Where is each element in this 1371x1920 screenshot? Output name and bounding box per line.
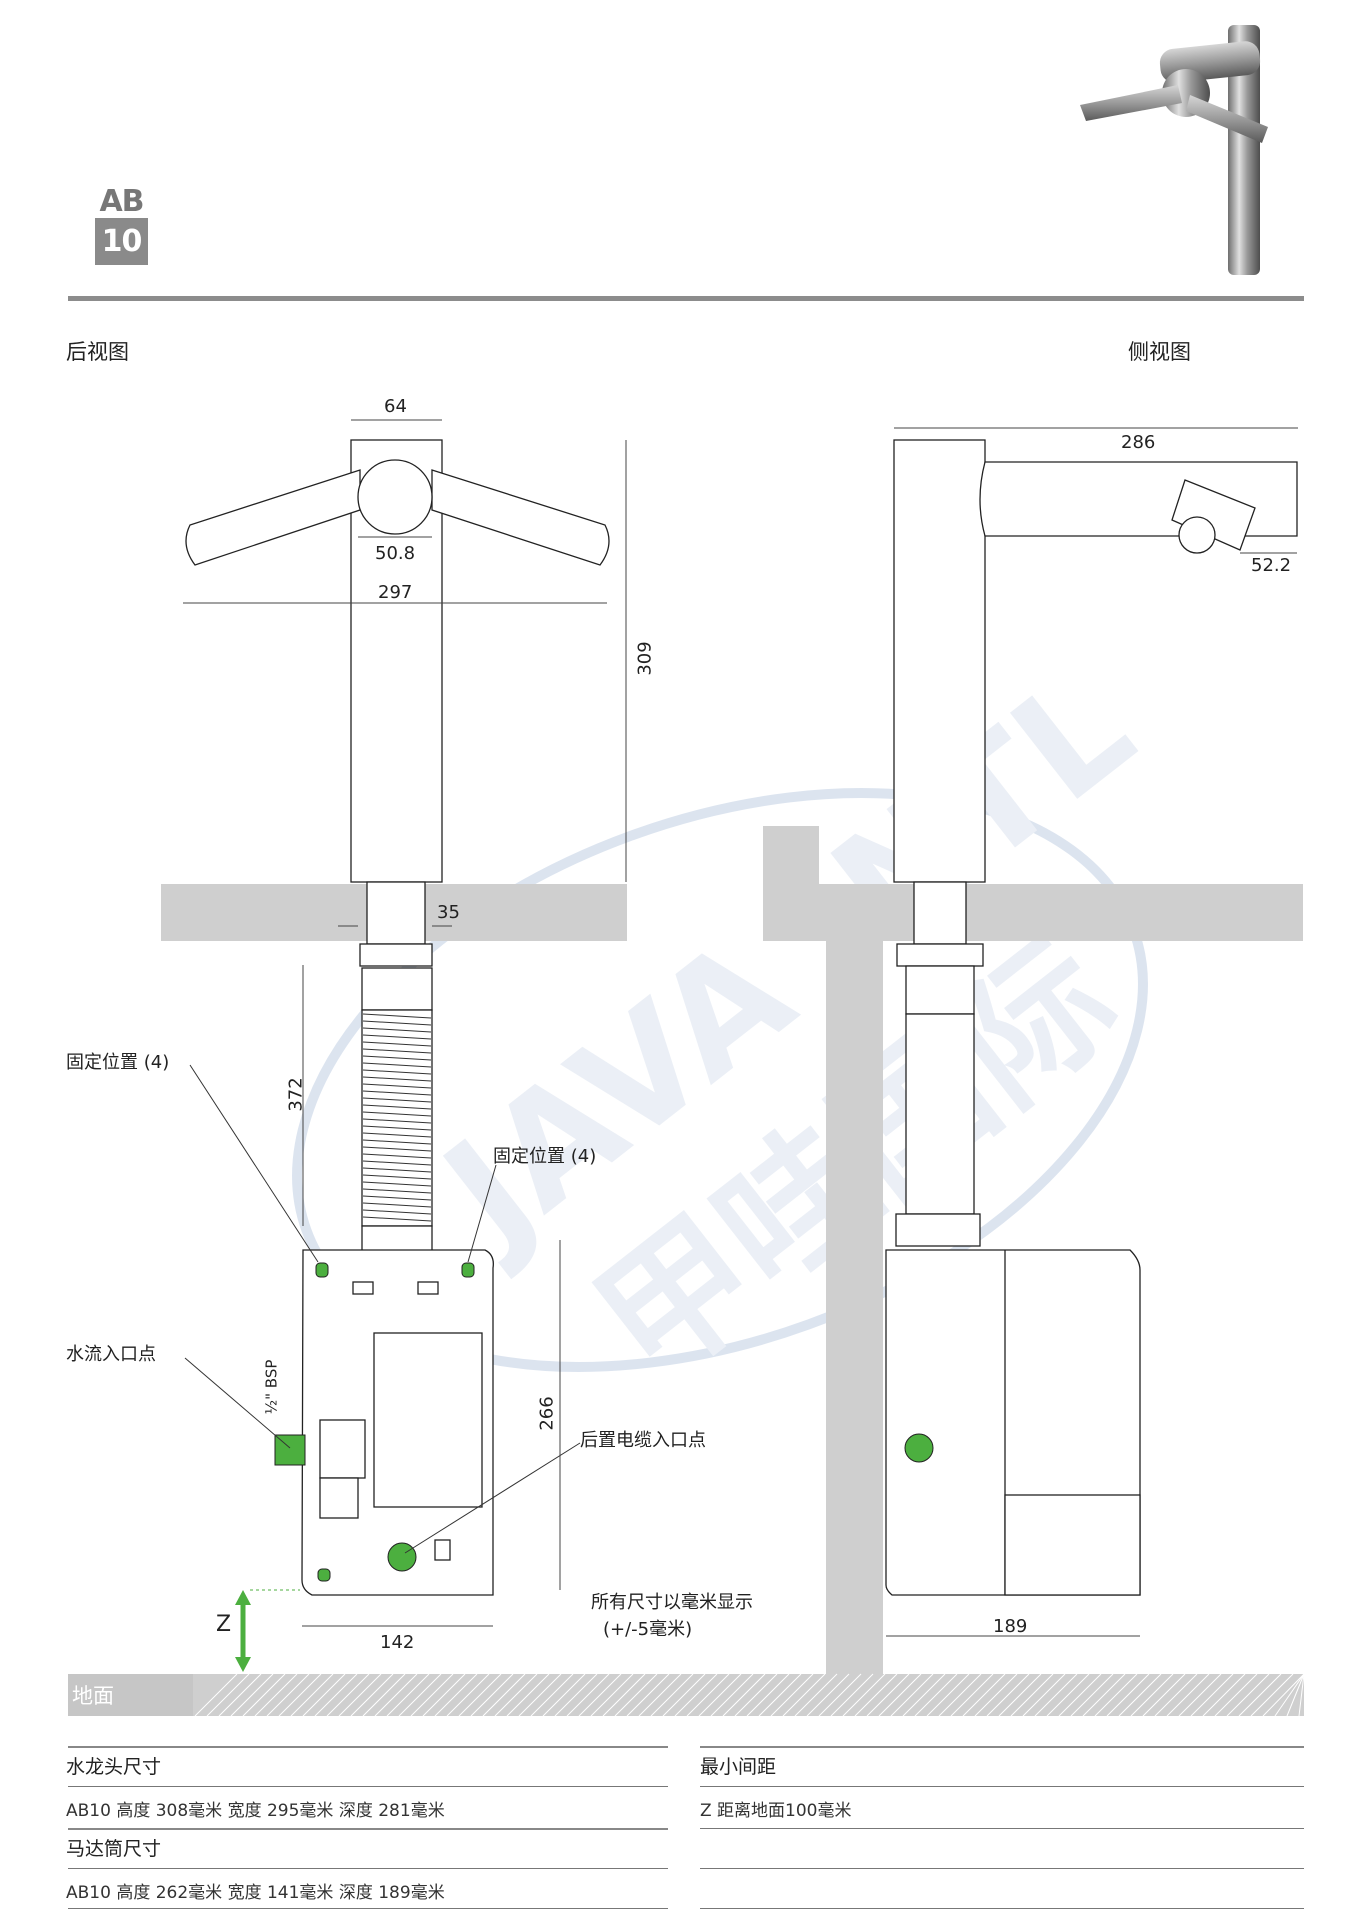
note-line1: 所有尺寸以毫米显示 <box>591 1592 753 1613</box>
spec-faucet-value: AB10 高度 308毫米 宽度 295毫米 深度 281毫米 <box>66 1801 445 1821</box>
rear-fitting <box>361 967 433 1011</box>
dim-189: 189 <box>993 1616 1028 1637</box>
dim-309: 309 <box>634 641 656 676</box>
rear-arm-left <box>185 469 361 566</box>
side-handle-end <box>1178 516 1216 554</box>
rule-left-1 <box>68 1786 668 1787</box>
fix-point-left <box>315 1262 329 1278</box>
rear-clip-2 <box>417 1281 439 1295</box>
rule-left-2 <box>68 1828 668 1830</box>
dim-372: 372 <box>285 1077 307 1112</box>
label-cable-inlet: 后置电缆入口点 <box>580 1430 706 1451</box>
side-hose-bottom <box>895 1213 981 1247</box>
rear-hose-top <box>366 881 426 945</box>
dim-50-8: 50.8 <box>375 543 416 564</box>
dim-266: 266 <box>536 1396 558 1431</box>
spec-motor-title: 马达筒尺寸 <box>66 1838 162 1860</box>
cable-inlet-point <box>387 1542 417 1572</box>
spec-clearance-title: 最小间距 <box>700 1756 777 1778</box>
badge-line1: AB <box>99 184 144 219</box>
rear-arm-right <box>431 469 610 566</box>
product-photo <box>1080 25 1268 275</box>
side-box-foot <box>1004 1494 1141 1596</box>
rear-valve-base <box>319 1477 359 1519</box>
spec-clearance-value: Z 距离地面100毫米 <box>700 1801 852 1821</box>
fix-point-bottom <box>317 1568 331 1582</box>
dim-64: 64 <box>384 396 407 417</box>
rule-right-3 <box>700 1868 1304 1869</box>
dim-297: 297 <box>378 582 413 603</box>
side-nut <box>896 943 984 967</box>
rule-right-2 <box>700 1828 1304 1829</box>
rear-view-title: 后视图 <box>66 340 129 364</box>
dimension-lines <box>183 419 1298 1637</box>
ground-band <box>68 1673 1305 1717</box>
side-cable-point <box>904 1433 934 1463</box>
rule-right-top <box>700 1746 1304 1748</box>
counter-slab-side <box>763 884 1303 941</box>
z-arrow <box>235 1589 300 1672</box>
model-badge: AB 10 <box>95 186 148 266</box>
dim-bsp: ½" BSP <box>262 1359 281 1415</box>
wall-top <box>763 826 819 884</box>
spec-faucet-title: 水龙头尺寸 <box>66 1756 162 1778</box>
label-fix-right: 固定位置 (4) <box>493 1146 597 1167</box>
dim-286: 286 <box>1121 432 1156 453</box>
rule-left-3 <box>68 1868 668 1869</box>
side-view-title: 侧视图 <box>1128 340 1191 364</box>
rear-clip-1 <box>352 1281 374 1295</box>
rear-hose-ribs <box>362 1013 432 1222</box>
side-handle <box>1171 479 1256 551</box>
rule-left-top <box>68 1746 668 1748</box>
side-hose-top <box>913 881 967 945</box>
wall-column <box>826 941 883 1681</box>
note-line2: (+/-5毫米) <box>603 1619 693 1640</box>
ground-label: 地面 <box>72 1684 114 1708</box>
dim-142: 142 <box>380 1632 415 1653</box>
rule-right-4 <box>700 1908 1304 1909</box>
header-rule <box>68 296 1304 301</box>
label-z: Z <box>216 1612 232 1637</box>
rear-hub <box>357 459 433 535</box>
label-water-inlet: 水流入口点 <box>66 1344 156 1365</box>
side-fitting <box>905 965 975 1015</box>
rear-nut <box>359 943 433 967</box>
dim-35: 35 <box>437 902 460 923</box>
side-hose <box>905 1013 975 1215</box>
rear-panel <box>373 1332 483 1508</box>
rule-left-4 <box>68 1908 668 1909</box>
side-column <box>893 439 986 883</box>
rear-small-square <box>434 1539 451 1561</box>
spec-motor-value: AB10 高度 262毫米 宽度 141毫米 深度 189毫米 <box>66 1883 445 1903</box>
rear-valve <box>319 1419 366 1479</box>
fix-point-right <box>461 1262 475 1278</box>
leader-lines <box>184 1064 581 1554</box>
dim-52-2: 52.2 <box>1251 555 1292 576</box>
rule-right-1 <box>700 1786 1304 1787</box>
badge-line2: 10 <box>95 218 148 265</box>
label-fix-left: 固定位置 (4) <box>66 1052 170 1073</box>
